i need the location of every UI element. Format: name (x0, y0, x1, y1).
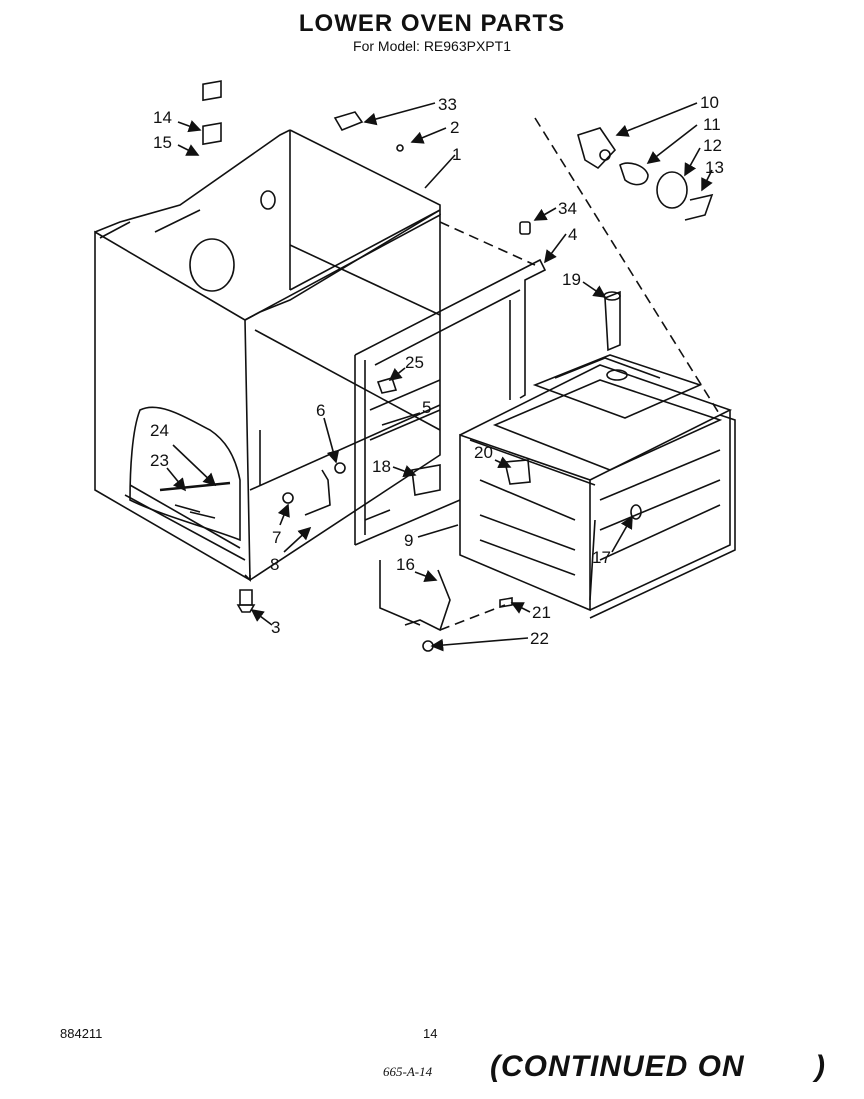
small-parts (202, 80, 714, 652)
page-title: LOWER OVEN PARTS (298, 10, 566, 37)
callout-13: 13 (705, 158, 724, 177)
callout-18: 18 (372, 457, 391, 476)
callout-4: 4 (568, 225, 577, 244)
callout-19: 19 (562, 270, 581, 289)
callout-8: 8 (270, 555, 279, 574)
callout-15: 15 (153, 133, 172, 152)
callout-3: 3 (271, 618, 280, 637)
callout-9: 9 (404, 531, 413, 550)
callout-16: 16 (396, 555, 415, 574)
callout-1: 1 (452, 145, 461, 164)
callout-25: 25 (405, 353, 424, 372)
continued-on-label: (CONTINUED ON (490, 1050, 745, 1083)
assembly-leaders (439, 117, 721, 631)
callout-10: 10 (700, 93, 719, 112)
model-subtitle: For Model: RE963PXPT1 (353, 38, 511, 54)
handwritten-code: 665-A-14 (383, 1064, 433, 1079)
callout-34: 34 (558, 199, 577, 218)
callout-14: 14 (153, 108, 172, 127)
callout-20: 20 (474, 443, 493, 462)
callout-33: 33 (438, 95, 457, 114)
callout-11: 11 (703, 115, 721, 134)
callout-22: 22 (530, 629, 549, 648)
continued-closing-paren: ) (815, 1050, 825, 1083)
callout-2: 2 (450, 118, 459, 137)
front-frame (354, 258, 547, 546)
callout-labels: 33 2 1 14 15 10 11 12 13 34 4 19 25 5 6 … (150, 93, 724, 648)
callout-23: 23 (150, 451, 169, 470)
callout-21: 21 (532, 603, 551, 622)
callout-7: 7 (272, 528, 281, 547)
callout-24: 24 (150, 421, 169, 440)
callout-arrows (166, 102, 713, 652)
cabinet-body (94, 129, 441, 582)
callout-6: 6 (316, 401, 325, 420)
oven-liner (459, 354, 736, 619)
document-number: 884211 (60, 1026, 103, 1041)
callout-17: 17 (592, 548, 611, 567)
callout-12: 12 (703, 136, 722, 155)
callout-5: 5 (422, 398, 431, 417)
cutaway-region (129, 406, 241, 542)
page-number: 14 (423, 1026, 438, 1041)
